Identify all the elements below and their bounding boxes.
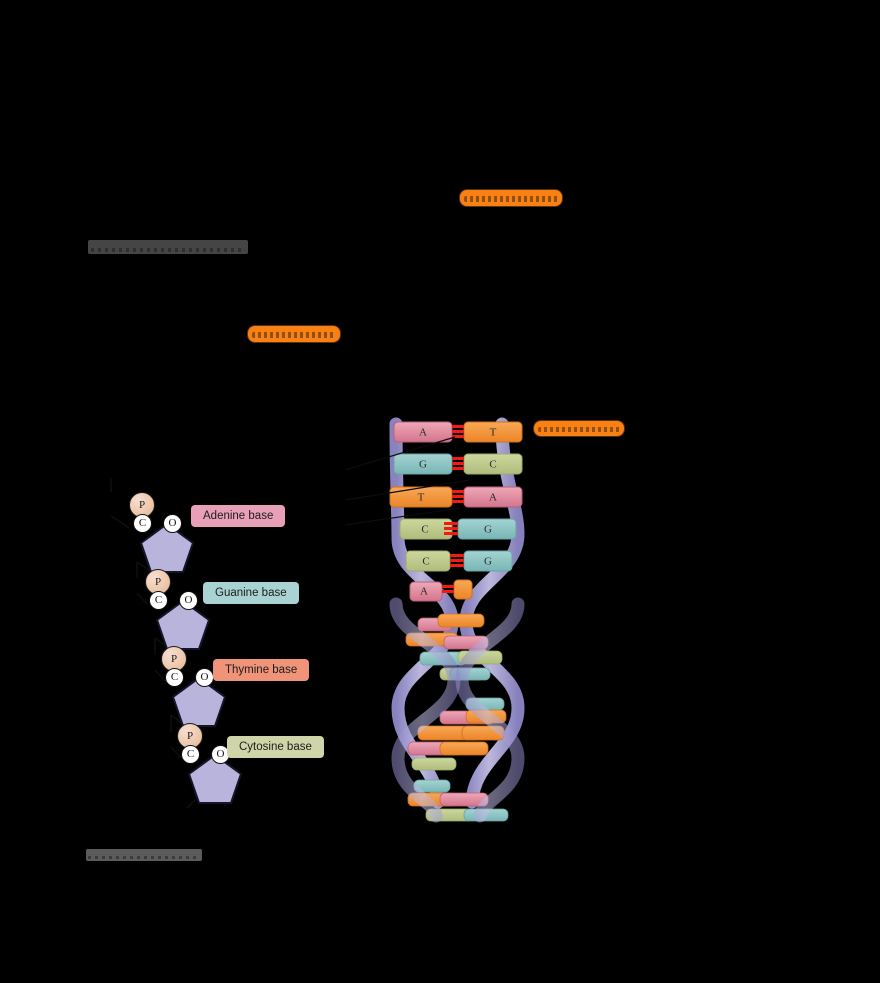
oxygen-atom-1: O xyxy=(163,514,182,533)
base-letter-a-1: A xyxy=(419,427,427,439)
base-pair-row-4: C G xyxy=(399,518,517,540)
dna-double-helix: A T G C xyxy=(378,408,538,823)
caption-label-bottom-left xyxy=(86,849,202,861)
base-letter-t-1: T xyxy=(490,427,497,439)
phosphate-symbol: P xyxy=(154,576,162,588)
hydrogen-bonds-6 xyxy=(442,585,454,593)
carbon-atom-1: C xyxy=(133,514,152,533)
phosphate-group-1: P xyxy=(129,492,155,518)
base-letter-t-2: T xyxy=(418,492,425,504)
base-label-guanine-text: Guanine base xyxy=(215,587,287,599)
phosphate-symbol: P xyxy=(186,730,194,742)
backbone-strand-front xyxy=(389,597,525,823)
hydrogen-bonds-4 xyxy=(444,522,458,535)
base-label-adenine: Adenine base xyxy=(191,505,286,527)
base-letter-g-2: G xyxy=(484,524,492,536)
callout-label-helix-right xyxy=(534,421,624,436)
hydrogen-bonds-5 xyxy=(450,554,464,567)
base-pair-row-5: C G xyxy=(405,550,513,572)
carbon-atom-3-label: C xyxy=(170,671,179,683)
base-label-thymine: Thymine base xyxy=(213,659,310,681)
oxygen-atom-1-label: O xyxy=(168,517,177,529)
oxygen-atom-2: O xyxy=(179,591,198,610)
heading-label-left xyxy=(88,240,248,254)
hydrogen-bonds-3 xyxy=(452,490,464,503)
carbon-atom-4: C xyxy=(181,745,200,764)
carbon-atom-2-label: C xyxy=(154,594,163,606)
base-letter-c-1: C xyxy=(489,459,496,471)
oxygen-atom-2-label: O xyxy=(184,594,193,606)
base-label-cytosine-text: Cytosine base xyxy=(239,741,312,753)
base-label-guanine: Guanine base xyxy=(203,582,299,604)
nucleotide-chain-diagram: P C O Adenine base P C O xyxy=(95,470,325,830)
oxygen-atom-3-label: O xyxy=(200,671,209,683)
callout-label-top-right xyxy=(460,190,562,206)
carbon-atom-4-label: C xyxy=(186,748,195,760)
oxygen-atom-3: O xyxy=(195,668,214,687)
carbon-atom-3: C xyxy=(165,668,184,687)
base-letter-a-2: A xyxy=(489,492,497,504)
phosphate-group-4: P xyxy=(177,723,203,749)
deoxyribose-sugar-4 xyxy=(187,751,243,805)
base-letter-c-2: C xyxy=(421,524,428,536)
base-letter-c-3: C xyxy=(422,556,429,568)
base-label-cytosine: Cytosine base xyxy=(227,736,324,758)
carbon-atom-1-label: C xyxy=(138,517,147,529)
phosphate-symbol: P xyxy=(170,653,178,665)
base-letter-a-3: A xyxy=(420,586,428,598)
base-label-thymine-text: Thymine base xyxy=(225,664,298,676)
base-pair-row-1: A T xyxy=(393,421,523,443)
base-letter-g-3: G xyxy=(484,556,492,568)
oxygen-atom-4-label: O xyxy=(216,748,225,760)
phosphate-group-3: P xyxy=(161,646,187,672)
carbon-atom-2: C xyxy=(149,591,168,610)
phosphate-symbol: P xyxy=(138,499,146,511)
base-letter-g-1: G xyxy=(419,459,427,471)
hydrogen-bonds-1 xyxy=(452,425,464,438)
base-pair-row-6: A xyxy=(409,579,473,602)
base-pair-row-3: T A xyxy=(389,486,523,508)
base-label-adenine-text: Adenine base xyxy=(203,510,274,522)
hydrogen-bonds-2 xyxy=(452,457,464,470)
base-pair-row-2: G C xyxy=(393,453,523,475)
callout-label-mid-left xyxy=(248,326,340,342)
